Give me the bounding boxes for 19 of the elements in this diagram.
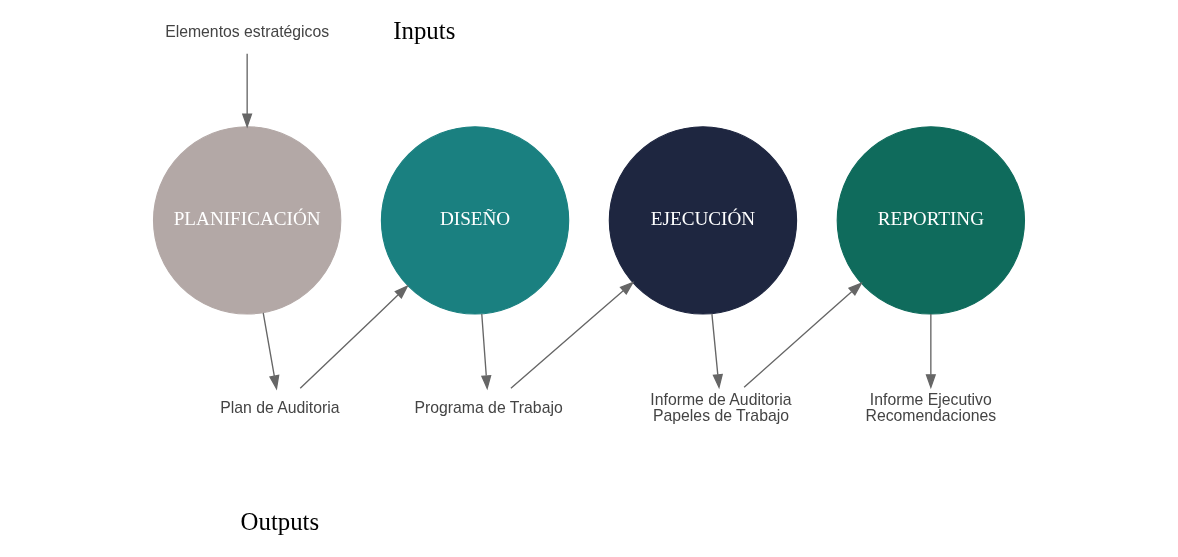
arrow bbox=[743, 281, 863, 388]
arrow bbox=[711, 313, 724, 390]
node-text: Informe Ejecutivo Recomendaciones bbox=[865, 390, 997, 425]
arrow bbox=[925, 313, 937, 390]
node-text: Elementos estratégicos bbox=[165, 23, 330, 41]
node-circle: PLANIFICACIÓN bbox=[152, 126, 342, 315]
label: Outputs bbox=[240, 508, 320, 536]
arrow bbox=[241, 53, 253, 129]
node-text: Plan de Auditoria bbox=[220, 398, 340, 416]
arrow bbox=[299, 284, 409, 389]
node-text: Informe de Auditoria Papeles de Trabajo bbox=[650, 390, 792, 425]
node-circle: REPORTING bbox=[836, 126, 1026, 315]
arrow bbox=[480, 313, 492, 391]
node-circle: DISEÑO bbox=[380, 126, 570, 315]
arrow bbox=[262, 312, 280, 391]
label: Inputs bbox=[393, 17, 456, 45]
node-circle: EJECUCIÓN bbox=[608, 126, 798, 315]
arrow bbox=[510, 281, 635, 389]
node-text: Programa de Trabajo bbox=[414, 398, 563, 416]
